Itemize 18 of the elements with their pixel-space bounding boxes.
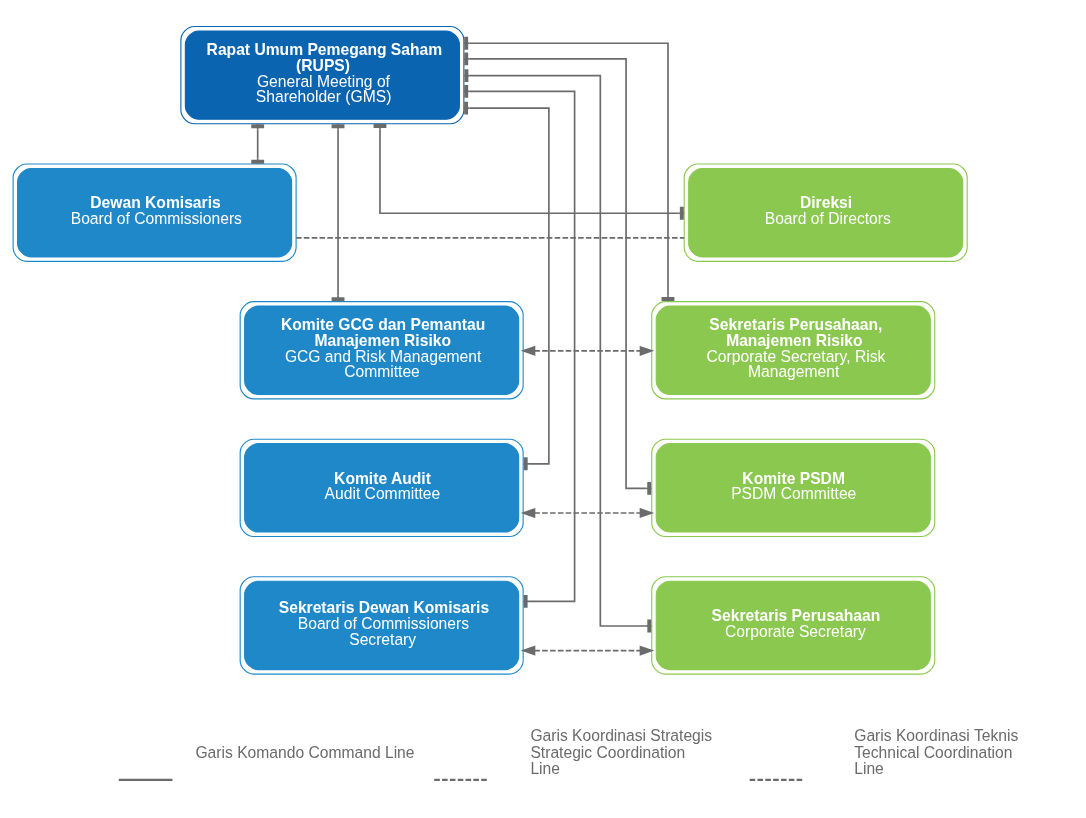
node-box: Sekretaris Perusahaan Corporate Secretary <box>651 576 936 675</box>
connector <box>251 123 265 165</box>
arrow <box>520 645 655 656</box>
legend-label: Garis Koordinasi Strategis Strategic Coordination Line <box>530 726 713 778</box>
node-box: Rapat Umum Pemegang Saham (RUPS) General Meeting of Shareholder (GMS) <box>180 25 465 125</box>
node-box: Komite Audit Audit Committee <box>239 438 524 538</box>
legend-label: Garis Komando Command Line <box>195 743 415 761</box>
node-box: Direksi Board of Directors <box>683 163 968 262</box>
node-box: Dewan Komisaris Board of Commissioners <box>12 163 297 262</box>
arrow <box>520 345 655 356</box>
node-box: Komite PSDM PSDM Committee <box>651 438 936 538</box>
legend-label: Garis Koordinasi Teknis Technical Coordination Line <box>854 726 1019 778</box>
node-box: Komite GCG dan Pemantau Manajemen Risiko GCG and Risk Management Committee <box>239 301 524 400</box>
connector <box>463 101 550 471</box>
connector <box>295 237 685 239</box>
node-box: Sekretaris Dewan Komisaris Board of Commissioners Secretary <box>239 576 524 675</box>
arrow <box>520 507 655 519</box>
node-box: Sekretaris Perusahaan, Manajemen Risiko Corporate Secretary, Risk Management <box>651 301 936 400</box>
